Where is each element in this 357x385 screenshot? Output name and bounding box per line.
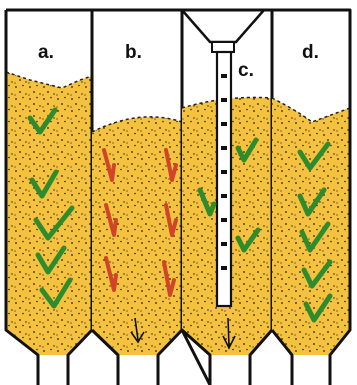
silo-b: b.: [92, 10, 182, 385]
silo-c-center-tube: [217, 52, 231, 306]
silo-c-inlet: [212, 42, 234, 52]
silo-d-label: d.: [302, 42, 319, 63]
silo-a: a.: [6, 10, 92, 385]
silo-c-label: c.: [238, 60, 254, 81]
silo-b-label: b.: [125, 42, 142, 63]
silo-c-roof-funnel: [182, 10, 264, 42]
silo-c: c.: [182, 10, 272, 385]
silo-d: d.: [272, 10, 350, 385]
silo-a-label: a.: [38, 42, 54, 63]
